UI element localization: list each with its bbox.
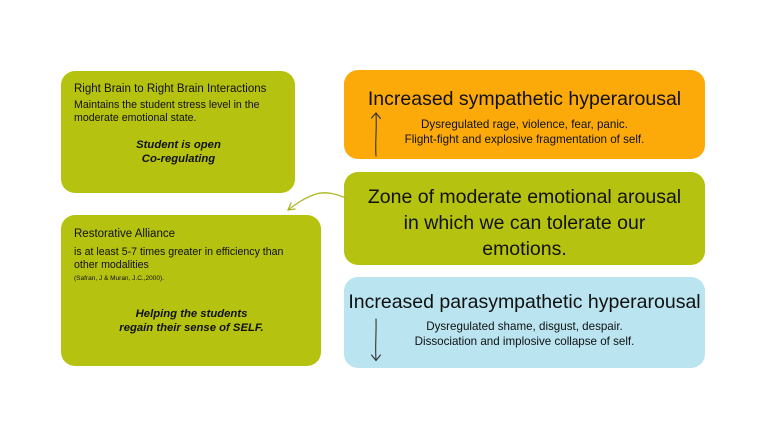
sympathetic-title: Increased sympathetic hyperarousal <box>367 88 682 110</box>
sympathetic-line-1: Dysregulated rage, violence, fear, panic… <box>421 118 628 131</box>
restorative-emphasis-1: Helping the students <box>135 308 248 320</box>
arrow-down-icon <box>370 318 382 362</box>
parasympathetic-line-2: Dissociation and implosive collapse of s… <box>414 335 635 348</box>
parasympathetic-hyperarousal-box: Increased parasympathetic hyperarousal D… <box>344 277 705 368</box>
curved-arrow-icon <box>287 192 347 211</box>
restorative-card-citation: (Safran, J & Muran, J.C.,2000). <box>74 275 164 282</box>
right-brain-card: Right Brain to Right Brain Interactions … <box>61 71 295 193</box>
right-brain-card-text: Maintains the student stress level in th… <box>74 99 260 124</box>
right-brain-card-title: Right Brain to Right Brain Interactions <box>74 83 267 95</box>
moderate-arousal-zone-box: Zone of moderate emotional arousal in wh… <box>344 172 705 265</box>
restorative-alliance-card: Restorative Alliance is at least 5-7 tim… <box>61 215 321 366</box>
restorative-card-text: is at least 5-7 times greater in efficie… <box>74 246 284 271</box>
right-brain-emphasis-1: Student is open <box>136 139 221 151</box>
restorative-card-title: Restorative Alliance <box>74 228 175 240</box>
zone-line-1: Zone of moderate emotional arousal <box>367 186 682 208</box>
restorative-emphasis-2: regain their sense of SELF. <box>119 322 264 334</box>
zone-line-3: emotions. <box>482 238 567 260</box>
zone-line-2: in which we can tolerate our <box>403 212 646 234</box>
arrow-up-icon <box>370 112 382 157</box>
parasympathetic-title: Increased parasympathetic hyperarousal <box>348 291 701 313</box>
parasympathetic-line-1: Dysregulated shame, disgust, despair. <box>426 320 623 333</box>
right-brain-emphasis-2: Co-regulating <box>141 153 216 165</box>
sympathetic-hyperarousal-box: Increased sympathetic hyperarousal Dysre… <box>344 70 705 159</box>
sympathetic-line-2: Flight-fight and explosive fragmentation… <box>404 133 645 146</box>
